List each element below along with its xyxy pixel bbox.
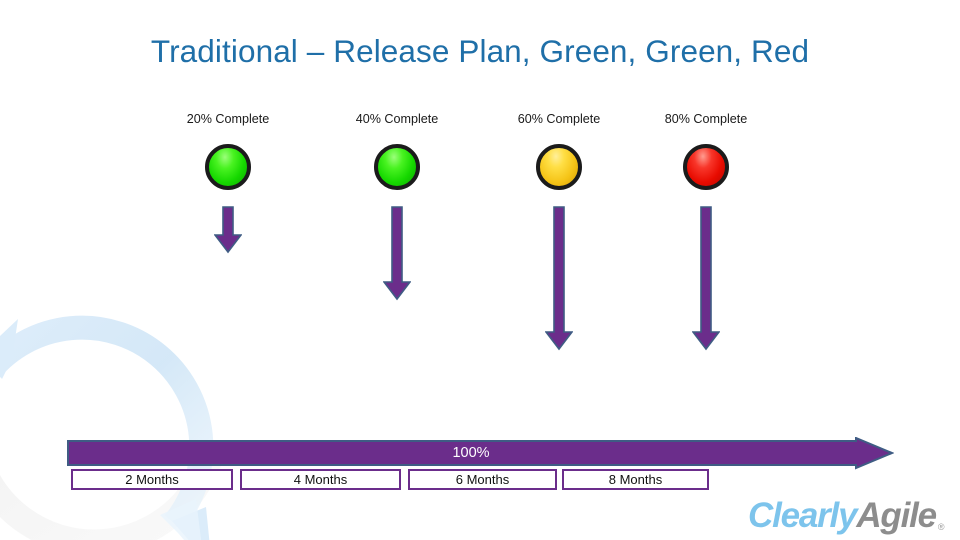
month-box-4-label: 8 Months	[608, 472, 663, 487]
down-arrow-icon-4	[692, 206, 720, 351]
month-box-2[interactable]: 4 Months	[240, 469, 401, 490]
status-light-green	[374, 144, 420, 190]
milestone-3-label: 60% Complete	[517, 112, 601, 126]
logo-word-agile: Agile	[856, 496, 937, 535]
down-arrow-icon-3	[545, 206, 573, 351]
status-light-amber	[536, 144, 582, 190]
month-box-3[interactable]: 6 Months	[408, 469, 557, 490]
status-light-green	[205, 144, 251, 190]
timeline-arrow	[66, 437, 894, 471]
milestone-4-label: 80% Complete	[664, 112, 748, 126]
milestone-3-light-wrap	[474, 144, 644, 198]
page-title: Traditional – Release Plan, Green, Green…	[150, 33, 810, 69]
down-arrow-icon-2	[383, 206, 411, 301]
milestone-2-light-wrap	[312, 144, 482, 198]
month-box-1[interactable]: 2 Months	[71, 469, 233, 490]
milestone-1-label: 20% Complete	[186, 112, 270, 126]
registered-trademark-icon: ®	[937, 522, 945, 532]
milestone-2-label: 40% Complete	[355, 112, 439, 126]
milestone-4-light-wrap	[621, 144, 791, 198]
clearly-agile-logo: Clearly Agile ®	[748, 498, 945, 534]
milestone-4: 80% Complete	[621, 112, 791, 198]
month-box-4[interactable]: 8 Months	[562, 469, 709, 490]
milestone-1-light-wrap	[143, 144, 313, 198]
status-light-red	[683, 144, 729, 190]
month-box-3-label: 6 Months	[455, 472, 510, 487]
circular-refresh-swirl-icon	[0, 275, 280, 540]
month-box-1-label: 2 Months	[125, 472, 179, 487]
milestone-1: 20% Complete	[143, 112, 313, 198]
logo-word-clearly: Clearly	[748, 496, 858, 535]
down-arrow-icon-1	[214, 206, 242, 254]
milestone-2: 40% Complete	[312, 112, 482, 198]
milestone-3: 60% Complete	[474, 112, 644, 198]
month-box-2-label: 4 Months	[293, 472, 348, 487]
